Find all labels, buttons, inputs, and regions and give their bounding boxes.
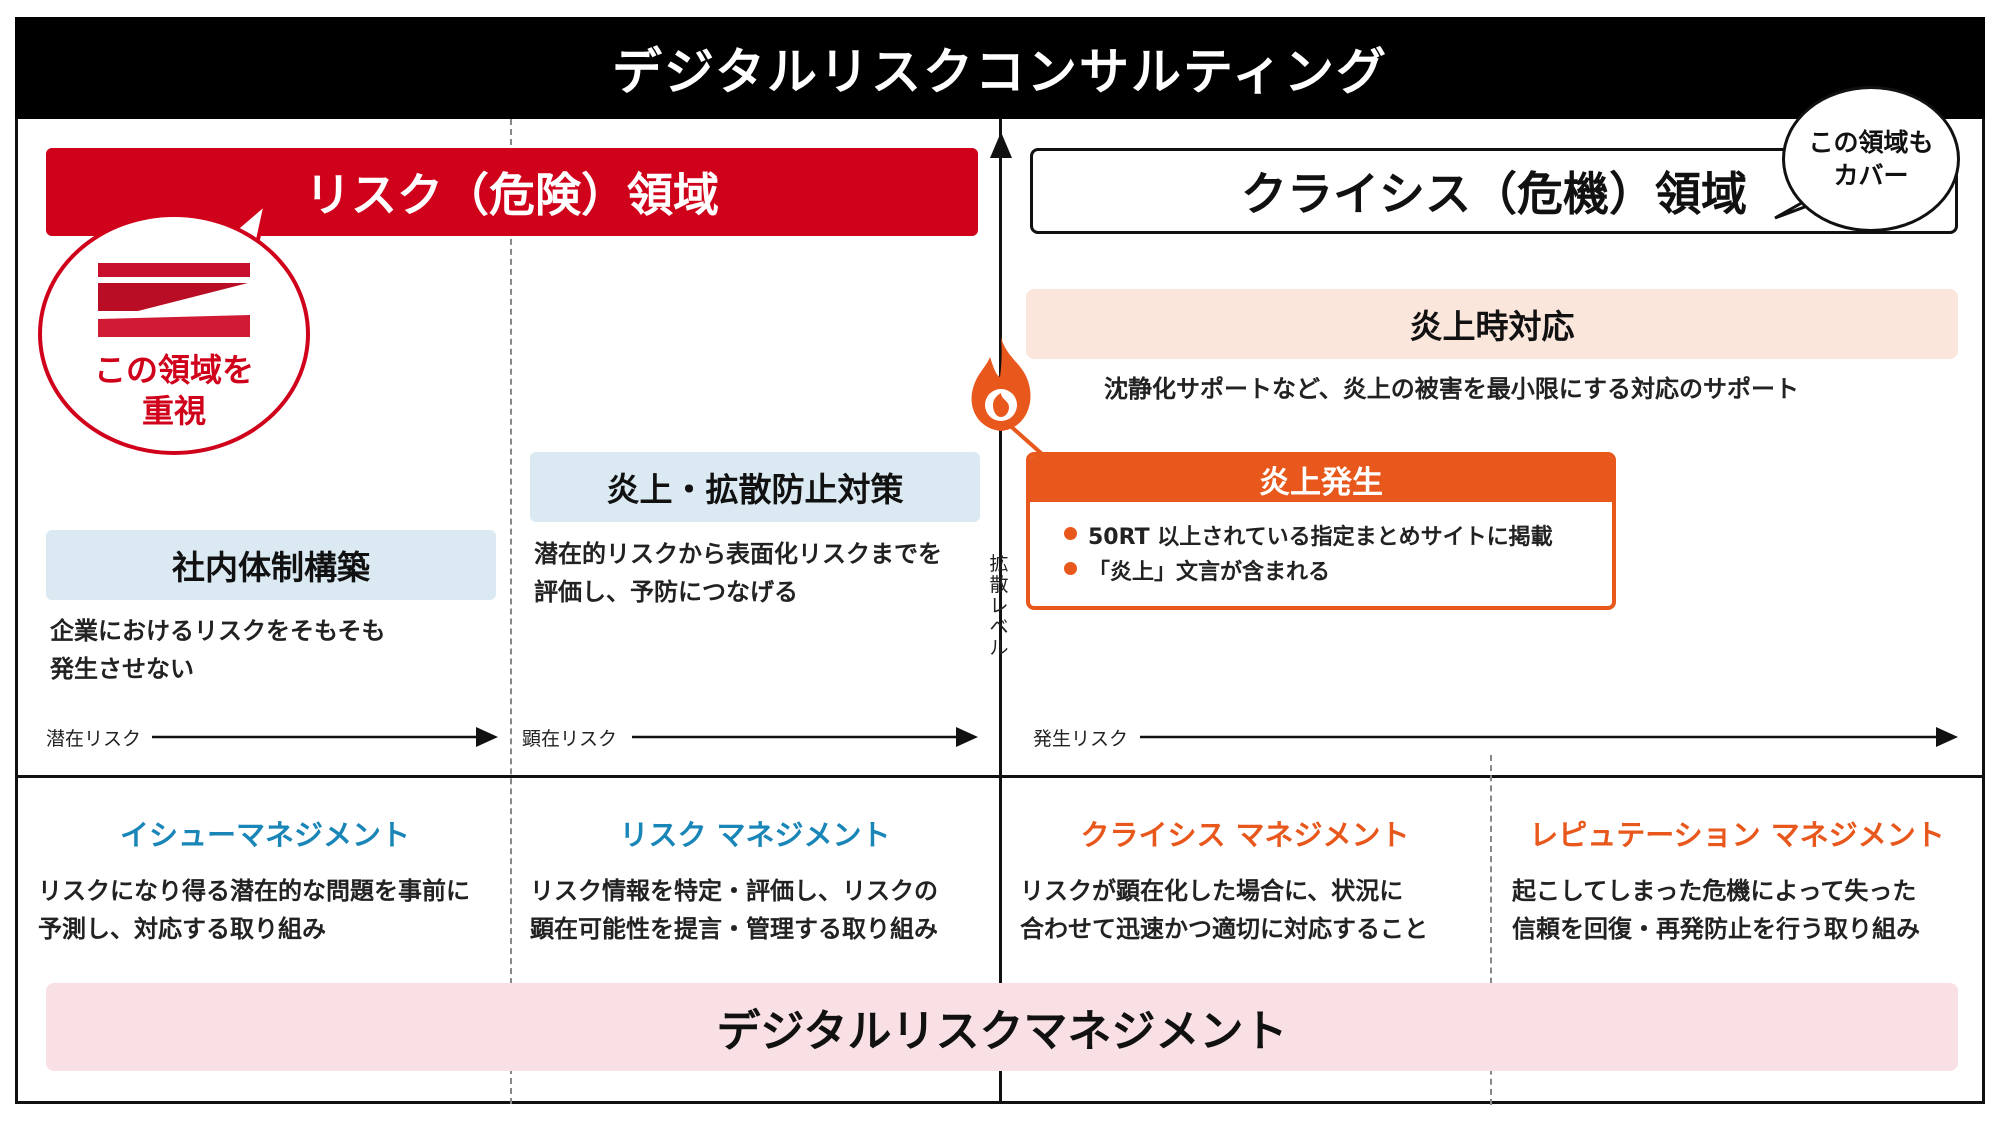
- z-logo-icon: [98, 263, 250, 337]
- dashed-divider-right: [1490, 755, 1492, 1105]
- outbreak-bullet-2: 「炎上」文言が含まれる: [1088, 560, 1331, 585]
- reputation-management-desc: 起こしてしまった危機によって失った 信頼を回復・再発防止を行う取り組み: [1512, 877, 1920, 943]
- issue-management-title: イシューマネジメント: [119, 818, 410, 852]
- manifest-risk-label: 顕在リスク: [522, 728, 618, 750]
- focus-bubble-line1: この領域を: [93, 351, 254, 389]
- flame-icon: [971, 337, 1031, 431]
- crisis-management-title: クライシス マネジメント: [1080, 818, 1410, 852]
- issue-management-desc: リスクになり得る潜在的な問題を事前に 予測し、対応する取り組み: [38, 877, 470, 943]
- arrow-right-icon: [1140, 727, 1958, 747]
- digital-risk-management-bar: デジタルリスクマネジメント: [46, 983, 1958, 1071]
- outbreak-bullet-1: 50RT 以上されている指定まとめサイトに掲載: [1088, 525, 1553, 550]
- reputation-management-title: レピュテーション マネジメント: [1529, 818, 1945, 852]
- internal-setup-box: 社内体制構築: [46, 530, 496, 600]
- bullet-dot-icon: [1064, 562, 1077, 575]
- crisis-management-desc: リスクが顕在化した場合に、状況に 合わせて迅速かつ適切に対応すること: [1020, 877, 1428, 943]
- flame-response-desc: 沈静化サポートなど、炎上の被害を最小限にする対応のサポート: [1104, 375, 1800, 403]
- prevention-box: 炎上・拡散防止対策: [530, 452, 980, 522]
- flame-outbreak-title: 炎上発生: [1030, 456, 1612, 502]
- center-divider: [999, 119, 1002, 1104]
- cover-bubble: この領域も カバー: [1782, 86, 1960, 232]
- occurrence-risk-label: 発生リスク: [1033, 728, 1129, 750]
- page-title: デジタルリスクコンサルティング: [15, 17, 1985, 119]
- cover-bubble-line2: カバー: [1833, 161, 1909, 190]
- prevention-desc: 潜在的リスクから表面化リスクまでを 評価し、予防につなげる: [534, 540, 942, 606]
- crisis-zone-banner: クライシス（危機）領域: [1030, 148, 1958, 234]
- internal-setup-desc: 企業におけるリスクをそもそも 発生させない: [50, 617, 386, 683]
- risk-management-title: リスク マネジメント: [619, 818, 891, 852]
- flame-response-box: 炎上時対応: [1026, 289, 1958, 359]
- cover-bubble-line1: この領域も: [1808, 128, 1934, 157]
- latent-risk-label: 潜在リスク: [46, 728, 142, 750]
- focus-bubble: この領域を 重視: [38, 213, 310, 455]
- risk-management-desc: リスク情報を特定・評価し、リスクの 顕在可能性を提言・管理する取り組み: [530, 877, 938, 943]
- flame-outbreak-box: 炎上発生 50RT 以上されている指定まとめサイトに掲載 「炎上」文言が含まれる: [1026, 452, 1616, 610]
- arrow-right-icon: [152, 727, 498, 747]
- arrow-right-icon: [632, 727, 978, 747]
- axis-arrow-up-icon: [990, 132, 1012, 158]
- diffusion-level-label: 拡 散 レ ベ ル: [989, 553, 1009, 659]
- bullet-dot-icon: [1064, 527, 1077, 540]
- dashed-divider-left: [510, 119, 512, 1104]
- focus-bubble-line2: 重視: [141, 392, 206, 430]
